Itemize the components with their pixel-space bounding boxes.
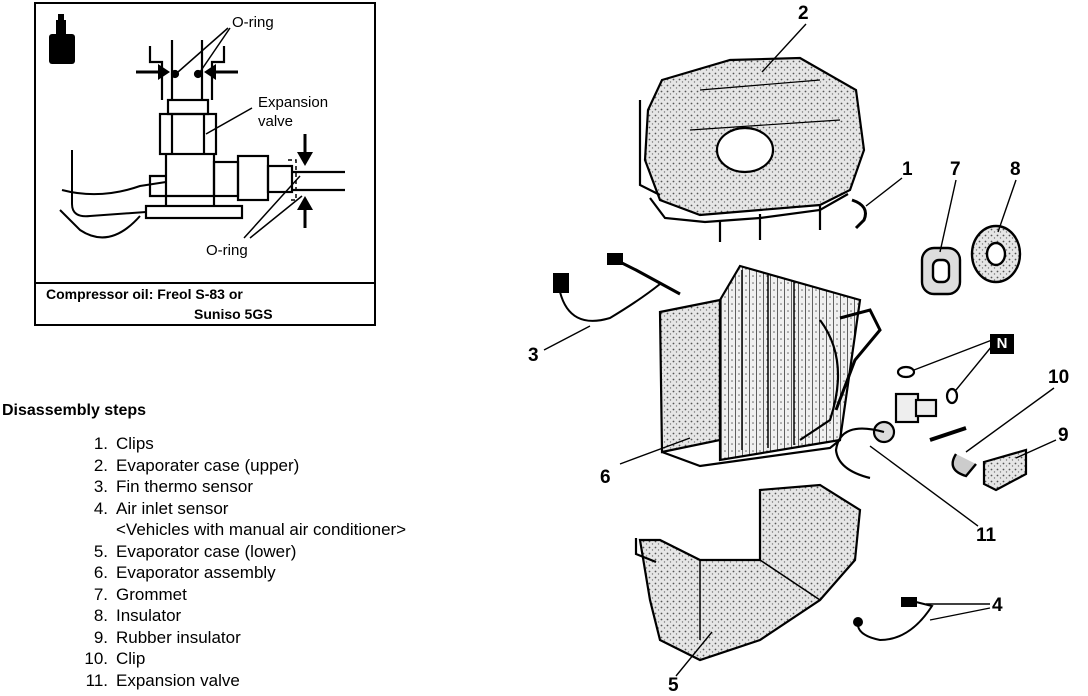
disassembly-steps-list: 1.Clips 2.Evaporater case (upper) 3.Fin … xyxy=(70,433,406,691)
step-item-sub: <Vehicles with manual air conditioner> xyxy=(116,520,407,539)
expansion-valve xyxy=(834,392,967,480)
evaporator-case-upper xyxy=(638,56,866,242)
callout-2: 2 xyxy=(798,3,809,24)
rubber-insulator xyxy=(982,448,1028,492)
step-item: 4.Air inlet sensor xyxy=(93,498,229,518)
disassembly-steps-title: Disassembly steps xyxy=(2,402,147,419)
evaporator-assembly xyxy=(658,264,882,468)
insulator xyxy=(970,224,1022,284)
callout-5: 5 xyxy=(668,675,679,696)
step-item: 5.Evaporator case (lower) xyxy=(93,541,297,561)
callout-1: 1 xyxy=(902,159,913,180)
step-item: 2.Evaporater case (upper) xyxy=(93,455,300,475)
clips xyxy=(851,198,867,230)
callout-11: 11 xyxy=(976,525,997,546)
callout-6: 6 xyxy=(600,467,611,488)
label-o-ring-top: O-ring xyxy=(232,14,274,31)
step-item: 8.Insulator xyxy=(93,606,182,625)
callout-3: 3 xyxy=(528,345,539,366)
grommet xyxy=(920,246,962,296)
leader-lines xyxy=(543,23,1057,677)
step-item: 7.Grommet xyxy=(93,584,187,604)
step-item: 10.Clip xyxy=(84,649,146,668)
compressor-oil-text: Compressor oil: Freol S-83 or xyxy=(46,286,243,302)
clip-10 xyxy=(951,453,977,478)
step-item: 6.Evaporator assembly xyxy=(93,563,276,582)
step-item: 9.Rubber insulator xyxy=(93,627,241,647)
fin-thermo-sensor xyxy=(553,253,681,322)
inset-divider xyxy=(36,282,374,284)
evaporator-case-lower xyxy=(634,483,862,662)
callout-8: 8 xyxy=(1010,159,1021,180)
oil-can-icon xyxy=(49,14,75,64)
n-badge: N xyxy=(990,334,1014,354)
inset-drawing xyxy=(49,14,345,239)
step-item: 3.Fin thermo sensor xyxy=(93,477,253,496)
callout-4: 4 xyxy=(992,595,1003,616)
label-expansion-valve: Expansion valve xyxy=(258,94,329,130)
callout-10: 10 xyxy=(1048,367,1070,388)
inset-box: Compressor oil: Freol S-83 or Suniso 5GS xyxy=(34,2,376,326)
callout-9: 9 xyxy=(1058,425,1069,446)
o-ring-part-2 xyxy=(945,387,959,405)
label-o-ring-bottom: O-ring xyxy=(206,242,248,259)
callout-7: 7 xyxy=(950,159,961,180)
o-ring-part xyxy=(896,365,916,379)
compressor-oil-text-2: Suniso 5GS xyxy=(194,306,273,322)
step-item: 11.Expansion valve xyxy=(85,670,240,690)
step-item: 1.Clips xyxy=(93,434,154,453)
air-inlet-sensor xyxy=(853,597,934,642)
